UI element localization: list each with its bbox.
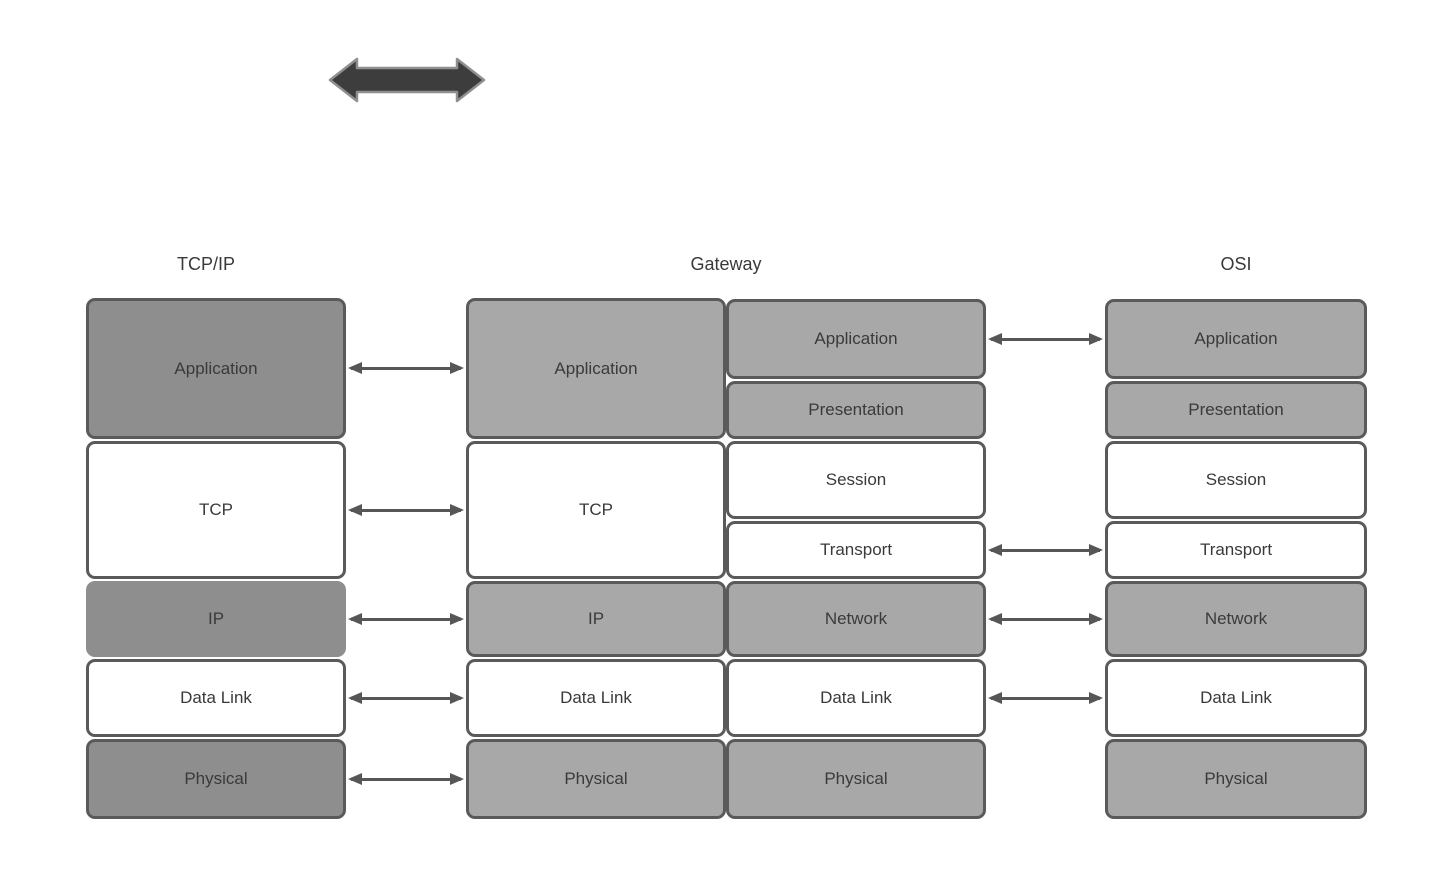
layer-label: Application [1194,329,1278,348]
osi-transport-box: Transport [1105,521,1367,579]
gateway-right-physical-box: Physical [726,739,986,819]
layer-label: Network [824,609,888,628]
arrow-tcpip-gateway-tcp [348,504,464,516]
layer-label: Application [174,358,258,378]
layer-label: IP [207,609,225,628]
layer-label: Presentation [1188,400,1284,419]
tcpip-stack-title: TCP/IP [176,254,235,274]
gateway-left-datalink-box: Data Link [466,659,726,737]
tcpip-tcp-box: TCP [86,441,346,579]
layer-label: Data Link [560,688,632,707]
arrow-gateway-osi-network [988,613,1103,625]
layer-label: Data Link [180,688,252,707]
osi-datalink-box: Data Link [1105,659,1367,737]
osi-physical-box: Physical [1105,739,1367,819]
layer-label: Session [825,470,887,489]
tcpip-application-box: Application [86,298,346,439]
osi-network-box: Network [1105,581,1367,657]
layer-label: TCP [199,500,233,519]
layer-label: Data Link [1200,688,1272,707]
layer-label: TCP [579,500,613,519]
osi-stack-title: OSI [1220,254,1252,274]
osi-application-box: Application [1105,299,1367,379]
osi-session-box: Session [1105,441,1367,519]
gateway-right-application-box: Application [726,299,986,379]
layer-label: Session [1205,470,1267,489]
arrow-tcpip-gateway-datalink [348,692,464,704]
arrow-gateway-osi-transport [988,544,1103,556]
gateway-stack-title: Gateway [690,254,762,274]
layer-label: IP [587,609,605,628]
layer-label: Physical [1204,769,1268,788]
arrow-gateway-osi-datalink [988,692,1103,704]
layer-label: Transport [819,540,893,559]
gateway-left-tcp-box: TCP [466,441,726,579]
gateway-left-ip-box: IP [466,581,726,657]
arrow-tcpip-gateway-physical [348,773,464,785]
gateway-right-network-box: Network [726,581,986,657]
layer-label: Presentation [808,400,904,419]
gateway-left-physical-box: Physical [466,739,726,819]
tcpip-physical-box: Physical [86,739,346,819]
gateway-right-presentation-box: Presentation [726,381,986,439]
arrow-tcpip-gateway-ip [348,613,464,625]
layer-label: Application [814,329,898,348]
layer-label: Network [1204,609,1268,628]
double-headed-arrow-icon [328,57,486,103]
layer-label: Physical [184,769,248,788]
layer-label: Transport [1199,540,1273,559]
layer-label: Data Link [820,688,892,707]
tcpip-ip-box: IP [86,581,346,657]
gateway-right-datalink-box: Data Link [726,659,986,737]
tcpip-datalink-box: Data Link [86,659,346,737]
layer-label: Application [554,358,638,378]
arrow-gateway-osi-application [988,333,1103,345]
arrow-tcpip-gateway-application [348,362,464,374]
layer-label: Physical [564,769,628,788]
osi-presentation-box: Presentation [1105,381,1367,439]
layer-label: Physical [824,769,888,788]
gateway-left-application-box: Application [466,298,726,439]
gateway-right-transport-box: Transport [726,521,986,579]
gateway-right-session-box: Session [726,441,986,519]
